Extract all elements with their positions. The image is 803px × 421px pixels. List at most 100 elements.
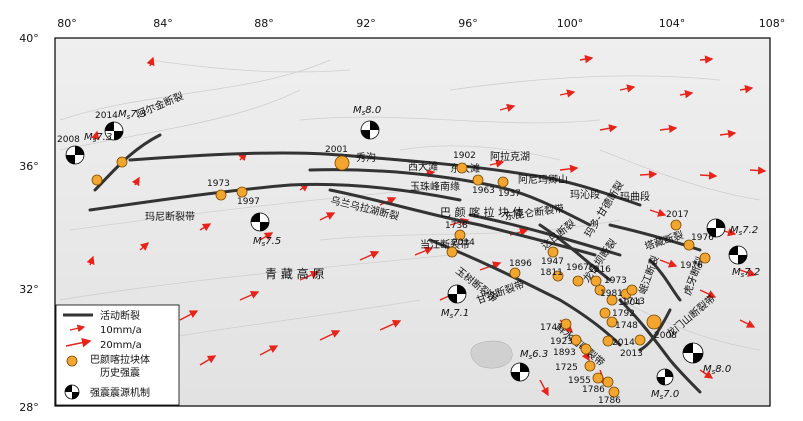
quake-1747: [560, 318, 572, 330]
quake-1725: [584, 360, 596, 372]
mag-label: Ms7.3: [84, 132, 112, 144]
quake-1973a: [215, 189, 227, 201]
beachball-2008a: [65, 145, 85, 165]
year-label: 2013: [620, 349, 643, 359]
year-label: 1976: [680, 261, 703, 271]
year-label: 2008: [57, 135, 80, 145]
beachball-2013b: [656, 368, 674, 386]
legend-focal-label: 强震震源机制: [90, 386, 150, 399]
y-tick: 36°: [19, 160, 39, 173]
year-label: 1738: [445, 221, 468, 231]
relief-texture: [59, 59, 761, 351]
mag-label: Ms8.0: [703, 364, 731, 376]
focal-mechanisms: [65, 120, 748, 386]
quake-1786b: [608, 386, 620, 398]
legend-10mm-label: 10mm/a: [100, 325, 142, 336]
quake-1963: [472, 174, 484, 186]
quake-1976a: [683, 239, 695, 251]
magnitude-labels: Ms8.0 Ms7.3 Ms7.3 Ms7.5 Ms7.1 Ms6.3 Ms8.…: [84, 105, 760, 401]
year-label: 1786: [598, 396, 621, 406]
quake-2008a: [91, 174, 103, 186]
year-label: 1902: [453, 151, 476, 161]
quake-2013: [634, 334, 646, 346]
quake-labels: 2001 2008 2014 1973 1997 1902 1963 1937 …: [57, 111, 714, 406]
year-label: 2001: [325, 145, 348, 155]
quake-1816: [590, 275, 602, 287]
year-label: 1963: [472, 186, 495, 196]
legend-fault-label: 活动断裂: [100, 309, 140, 322]
year-label: 2014: [452, 238, 475, 248]
beachball-2013: [510, 362, 530, 382]
map-frame: [54, 37, 771, 407]
year-label: 2014: [95, 111, 118, 121]
quake-2014c: [602, 335, 614, 347]
x-tick: 88°: [254, 17, 274, 30]
quake-1923: [570, 334, 582, 346]
mag-label: Ms8.0: [353, 105, 381, 117]
quake-1976b: [699, 252, 711, 264]
quake-1955: [592, 372, 604, 384]
lake-area: [470, 340, 513, 369]
year-label: 1896: [509, 259, 532, 269]
mag-label: Ms6.3: [520, 349, 548, 361]
year-label: 1904: [618, 298, 641, 308]
year-label: 2017: [666, 210, 689, 220]
year-label: 2008: [654, 331, 677, 341]
label-xiugou: 秀沟: [356, 151, 376, 164]
quake-1981: [606, 294, 618, 306]
year-label: 1816: [588, 265, 611, 275]
year-label: 1811: [540, 268, 563, 278]
legend-quake-label-2: 历史强震: [100, 367, 140, 379]
year-label: 1937: [498, 189, 521, 199]
year-label: 1973: [207, 179, 230, 189]
beachball-2014b: [447, 284, 467, 304]
gps-arrows: [86, 55, 767, 397]
year-label: 2014: [612, 338, 635, 348]
year-label: 1713: [622, 297, 645, 307]
quake-2008b: [646, 314, 662, 330]
year-label: 1725: [555, 363, 578, 373]
label-xidatan: 西大滩: [408, 160, 438, 173]
beachball-2017: [706, 218, 726, 238]
year-label: 1997: [237, 197, 260, 207]
mag-label: Ms7.5: [253, 236, 281, 248]
beachball-1997: [250, 212, 270, 232]
mag-label: Ms7.3: [118, 109, 146, 121]
label-yuzhu: 玉珠峰南缘: [410, 180, 460, 193]
beachball-1976: [728, 245, 748, 265]
axis-labels: 80° 84° 88° 92° 96° 100° 104° 108° 40° 3…: [19, 17, 785, 414]
beachball-2001: [360, 120, 380, 140]
mag-label: Ms7.2: [730, 225, 758, 237]
year-label: 1947: [541, 257, 564, 267]
quake-2014b: [446, 246, 458, 258]
year-label: 1976: [691, 233, 714, 243]
label-dangjiang: 当江断裂带: [420, 238, 470, 251]
quake-1792: [599, 307, 611, 319]
label-qingzang: 青 藏 高 原: [265, 266, 324, 281]
mag-label: Ms7.0: [651, 389, 679, 401]
legend-quake-label-1: 巴颜喀拉块体: [90, 353, 150, 366]
year-label: 1893: [553, 348, 576, 358]
legend: 活动断裂 10mm/a 20mm/a 巴颜喀拉块体 历史强震 强震震源机制: [55, 304, 180, 406]
quake-1947: [547, 246, 559, 258]
quake-1997: [236, 186, 248, 198]
label-maqu: 玛曲段: [620, 190, 650, 203]
year-label: 1967: [566, 263, 589, 273]
quake-1786a: [602, 376, 614, 388]
x-tick: 84°: [153, 17, 173, 30]
x-tick: 108°: [759, 17, 786, 30]
earthquakes: [91, 155, 711, 398]
quake-2017: [670, 219, 682, 231]
x-tick: 80°: [57, 17, 77, 30]
quake-1967: [572, 275, 584, 287]
x-tick: 92°: [356, 17, 376, 30]
quake-1738: [454, 229, 466, 241]
label-manyi-fault: 玛尼断裂带: [145, 210, 195, 223]
beachball-2014a: [104, 121, 124, 141]
quake-1896: [509, 267, 521, 279]
quake-1811: [552, 270, 564, 282]
legend-20mm-label: 20mm/a: [100, 340, 142, 351]
label-bayan-block: 巴 颜 喀 拉 块 体: [440, 205, 523, 219]
quake-1973b: [594, 284, 606, 296]
